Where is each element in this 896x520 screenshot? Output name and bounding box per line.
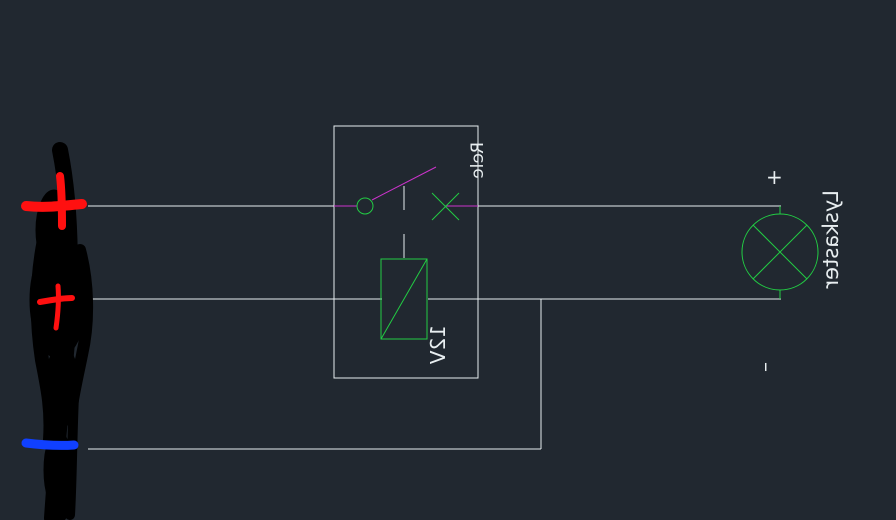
lamp-minus-label: – xyxy=(755,362,779,372)
positive-marker-top xyxy=(21,172,87,230)
relay-coil-icon xyxy=(380,258,428,340)
negative-marker xyxy=(21,438,79,450)
lamp-label: Lyskaster xyxy=(819,190,843,289)
relay-label: Rele xyxy=(468,142,488,179)
relay-contact-cross xyxy=(431,192,460,221)
positive-marker-middle xyxy=(37,283,75,331)
relay-switch-icon xyxy=(334,166,478,207)
relay-contact-pivot xyxy=(356,197,374,215)
lamp-plus-label: + xyxy=(766,165,783,189)
wires xyxy=(88,205,781,450)
lamp-icon xyxy=(741,206,819,299)
relay-box xyxy=(333,125,479,379)
relay-voltage-label: 12V xyxy=(426,325,450,364)
